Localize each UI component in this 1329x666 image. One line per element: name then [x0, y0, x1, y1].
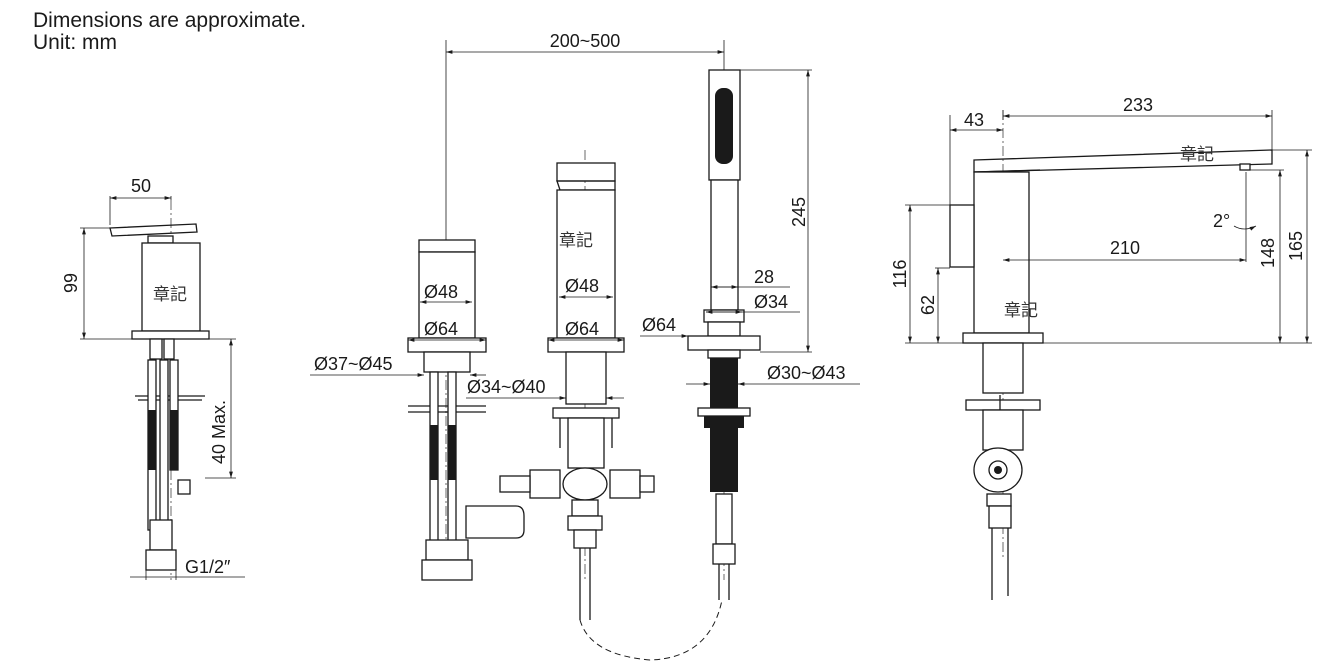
d48-b-label: Ø48: [565, 276, 599, 296]
d48-a-label: Ø48: [424, 282, 458, 302]
unit-note: Unit: mm: [33, 31, 117, 54]
offset-43-label: 43: [964, 110, 984, 130]
max-40-label: 40 Max.: [209, 400, 229, 464]
watermark-right-top: 章記: [1180, 145, 1214, 165]
angle-label: 2°: [1213, 211, 1230, 231]
d64-c-label: Ø64: [642, 315, 676, 335]
d64-b-label: Ø64: [565, 319, 599, 339]
d28-label: 28: [754, 267, 774, 287]
width-50-label: 50: [131, 176, 151, 196]
hole-c-label: Ø30~Ø43: [767, 363, 846, 383]
right-side-view: 43 233 210 2° 116 62 148 165 章記 章記: [890, 95, 1312, 600]
h148-label: 148: [1258, 238, 1278, 268]
h165-label: 165: [1286, 231, 1306, 261]
hole-b-label: Ø34~Ø40: [467, 377, 546, 397]
d64-a-label: Ø64: [424, 319, 458, 339]
height-99-label: 99: [61, 273, 81, 293]
watermark-center: 章記: [559, 231, 593, 251]
spacing-label: 200~500: [550, 31, 621, 51]
h116-label: 116: [890, 260, 910, 289]
length-233-label: 233: [1123, 95, 1153, 115]
shower-height-label: 245: [789, 197, 809, 227]
center-view: 200~500 Ø48 Ø64 Ø37~Ø45: [310, 31, 860, 661]
approximate-note: Dimensions are approximate.: [33, 9, 307, 32]
reach-210-label: 210: [1110, 238, 1140, 258]
watermark-right-body: 章記: [1004, 301, 1038, 321]
hole-a-label: Ø37~Ø45: [314, 354, 393, 374]
h62-label: 62: [918, 295, 938, 315]
d34-label: Ø34: [754, 292, 788, 312]
thread-label: G1/2″: [185, 557, 231, 577]
left-side-view: 50 99 40 Max. G1/2″ 章記: [61, 176, 245, 580]
watermark-left: 章記: [153, 285, 187, 305]
